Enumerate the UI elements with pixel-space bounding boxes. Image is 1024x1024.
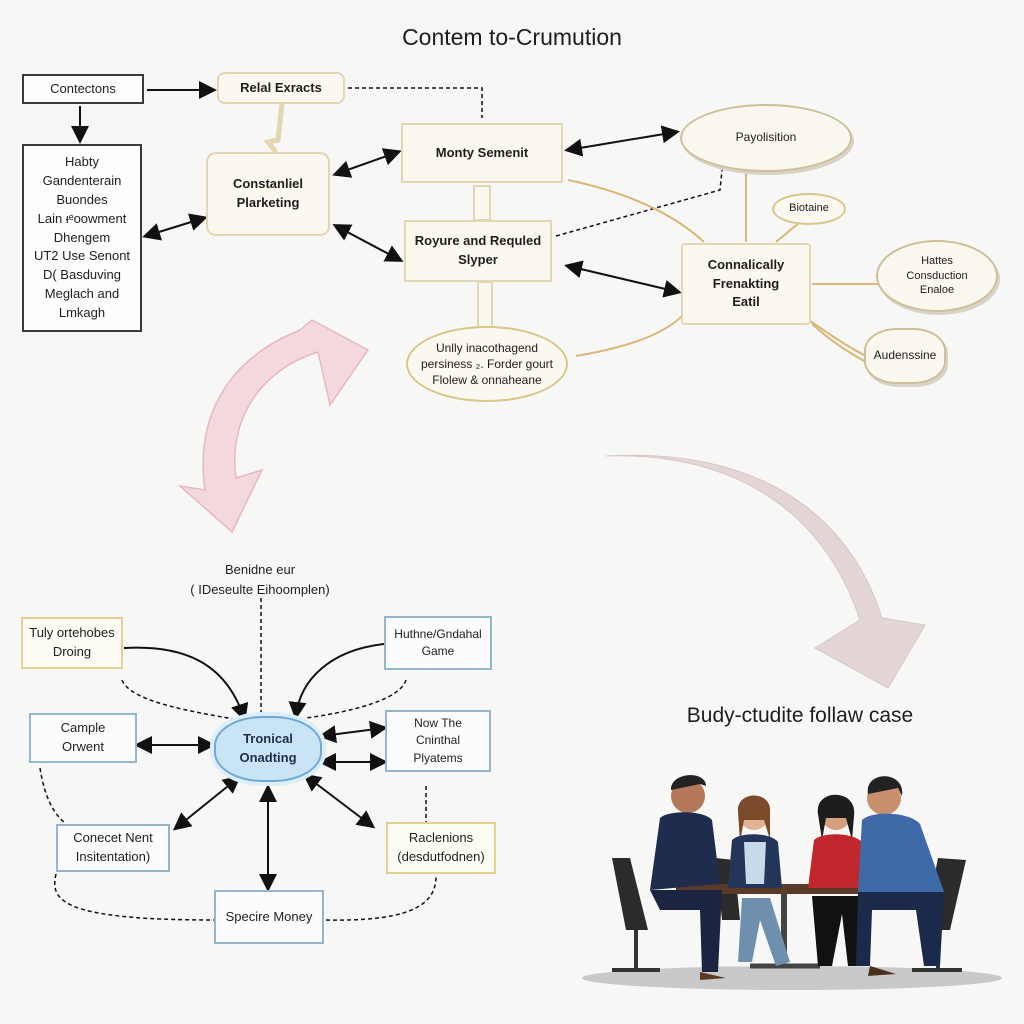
curved-arrow-pink <box>177 319 370 534</box>
node-oval-summary: Unlly inacothagend persiness ₂. Forder g… <box>406 326 568 402</box>
illustration-caption: Budy-ctudite follaw case <box>686 704 914 727</box>
node-constantler: Constanliel Plarketing <box>206 152 330 236</box>
node-tuly: Tuly ortehobes Droing <box>21 617 123 669</box>
node-connalically: Connalically Frenakting Eatil <box>681 243 811 325</box>
diagram-title: Contem to-Crumution <box>402 24 622 50</box>
node-relal-exracts: Relal Exracts <box>217 72 345 104</box>
node-list-box: Habty Gandenterain Buondes Lain ᵻᵉoowmen… <box>22 144 142 332</box>
cloud-tronical: Tronical Onadting <box>214 716 322 782</box>
node-royure: Royure and Requled Slyper <box>404 220 552 282</box>
node-contectons: Contectons <box>22 74 144 104</box>
node-now-the: Now The Cninthal Plyatems <box>385 710 491 772</box>
node-huthne: Huthne/Gndahal Game <box>384 616 492 670</box>
cloud-payolisition: Payolisition <box>680 104 852 172</box>
oval-biotaine: Biotaine <box>772 193 846 225</box>
bottom-header-label: Benidne eur ( IDeseulte Eihoomplen) <box>190 562 330 597</box>
cloud-hattes: Hattes Consduction Enaloe <box>876 240 998 312</box>
node-conecet: Conecet Nent Insitentation) <box>56 824 170 872</box>
curved-arrow-mauve <box>605 454 926 689</box>
cloud-audenssine: Audenssine <box>864 328 946 384</box>
people-meeting-illustration <box>582 775 1002 990</box>
node-cample: Cample Orwent <box>29 713 137 763</box>
node-monty-semenit: Monty Semenit <box>401 123 563 183</box>
node-raclenions: Raclenions (desdutfodnen) <box>386 822 496 874</box>
node-specire: Specire Money <box>214 890 324 944</box>
